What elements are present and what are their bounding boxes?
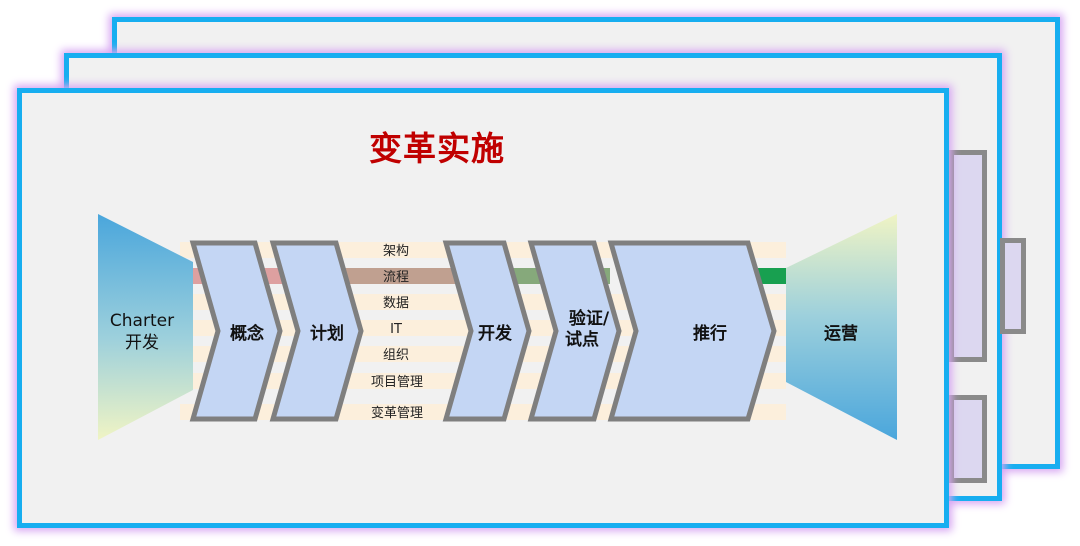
band-data-label: 数据 (383, 296, 409, 311)
stage-develop-chevron (442, 240, 532, 422)
stage-develop-label: 开发 (478, 323, 513, 344)
stage-rollout-chevron (607, 240, 777, 422)
charter-funnel-shape (98, 214, 193, 440)
ghost-shape (1000, 238, 1026, 334)
operations-label: 运营 (824, 323, 858, 344)
stage-rollout-label: 推行 (693, 323, 727, 344)
operations-funnel-shape (786, 214, 897, 440)
stage-verify-chevron (527, 240, 622, 422)
band-process-label: 流程 (383, 270, 409, 285)
charter-label-line2: 开发 (125, 333, 159, 353)
band-it-label: IT (390, 322, 402, 337)
band-organization-label: 组织 (383, 348, 409, 363)
charter-label-line1: Charter (110, 311, 174, 331)
ghost-shape (949, 395, 987, 483)
band-project-management-label: 项目管理 (371, 375, 423, 390)
band-architecture-label: 架构 (383, 244, 409, 259)
page-title: 变革实施 (369, 129, 505, 168)
stage-verify-label-line2: 试点 (565, 329, 599, 350)
band-change-management-label: 变革管理 (371, 405, 423, 421)
stage-verify-label-line1: 验证/ (569, 308, 610, 329)
stage-plan-label: 计划 (310, 323, 344, 344)
stage-concept-label: 概念 (230, 323, 264, 344)
ghost-shape (949, 150, 987, 362)
stage-plan-chevron (269, 240, 364, 422)
stage-concept-chevron (189, 240, 283, 422)
